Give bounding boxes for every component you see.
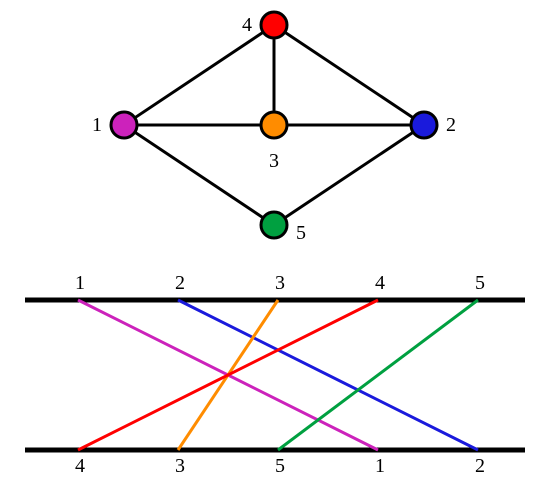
graph-node-labels: 1 2 3 4 5 [92, 14, 456, 244]
permutation-lines [77, 298, 479, 452]
graph-node-label-3: 3 [269, 150, 279, 172]
top-rail-label-3: 3 [275, 272, 285, 294]
bottom-rail-label-4: 4 [75, 455, 85, 477]
graph-edges [123, 23, 425, 227]
graph-edge-4-2 [273, 23, 425, 127]
bottom-rail-labels: 4 3 5 1 2 [75, 455, 485, 477]
graph-node-3 [259, 110, 289, 140]
graph-edge-1-5 [123, 123, 275, 227]
top-rail-label-5: 5 [475, 272, 485, 294]
top-rail-label-1: 1 [75, 272, 85, 294]
graph-node-label-1: 1 [92, 114, 102, 136]
bottom-rail-label-5: 5 [275, 455, 285, 477]
permutation-line-5 [277, 298, 479, 452]
graph-node-4 [259, 10, 289, 40]
bottom-rail-label-3: 3 [175, 455, 185, 477]
bottom-rail-label-2: 2 [475, 455, 485, 477]
bottom-rail-label-1: 1 [375, 455, 385, 477]
graph-edge-5-2 [273, 123, 425, 227]
graph-node-2 [409, 110, 439, 140]
graph-node-1 [109, 110, 139, 140]
permutation-line-4 [77, 298, 379, 452]
graph-node-label-5: 5 [296, 222, 306, 244]
top-rail-label-4: 4 [375, 272, 385, 294]
graph-nodes [109, 10, 439, 240]
graph-edge-1-4 [123, 23, 275, 127]
graph-node-5 [259, 210, 289, 240]
top-rail-label-2: 2 [175, 272, 185, 294]
permutation-line-2 [177, 298, 479, 452]
graph-node-label-2: 2 [446, 114, 456, 136]
graph-node-label-4: 4 [242, 14, 252, 36]
top-rail-labels: 1 2 3 4 5 [75, 272, 485, 294]
